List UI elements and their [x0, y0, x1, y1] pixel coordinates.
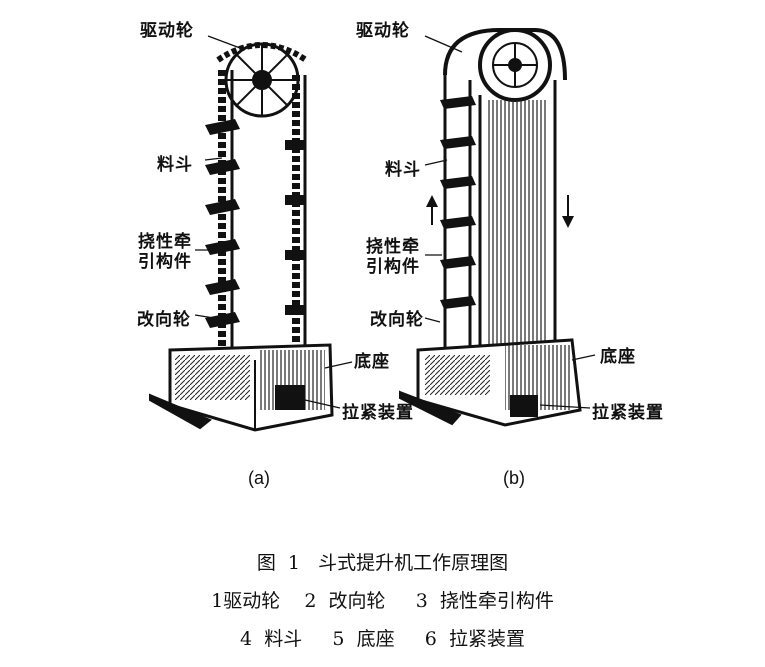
- label-drive-wheel-a: 驱动轮: [140, 21, 194, 41]
- up-arrow: [426, 195, 438, 225]
- label-flex-line1-a: 挠性牵: [138, 232, 192, 252]
- down-arrow: [562, 195, 574, 228]
- label-redirect-wheel-a: 改向轮: [137, 310, 191, 330]
- label-tensioner-a: 拉紧装置: [342, 403, 414, 423]
- label-redirect-wheel-b: 改向轮: [370, 310, 424, 330]
- label-flex-line2-b: 引构件: [366, 257, 420, 277]
- chain-a-left: [218, 70, 234, 355]
- buckets-a: [205, 119, 305, 328]
- label-drive-wheel-b: 驱动轮: [356, 21, 410, 41]
- legend-line-2: 4 料斗 5 底座 6 拉紧装置: [240, 628, 525, 650]
- buckets-b: [440, 96, 476, 309]
- elevator-b: [399, 28, 582, 427]
- label-bucket-b: 料斗: [385, 160, 421, 180]
- drive-wheel-b: [478, 28, 552, 102]
- chain-a-right: [292, 75, 307, 380]
- label-base-b: 底座: [600, 347, 636, 367]
- base-a: [149, 343, 334, 432]
- label-flex-line2-a: 引构件: [138, 252, 192, 272]
- label-bucket-a: 料斗: [157, 155, 193, 175]
- label-tensioner-b: 拉紧装置: [592, 403, 664, 423]
- panel-a-tag: (a): [248, 468, 270, 488]
- legend-line-1: 1驱动轮 2 改向轮 3 挠性牵引构件: [211, 590, 554, 612]
- elevator-a: [149, 42, 334, 432]
- label-flex-line1-b: 挠性牵: [366, 237, 420, 257]
- label-base-a: 底座: [354, 352, 390, 372]
- figure-title: 图 1 斗式提升机工作原理图: [256, 552, 509, 574]
- leader-lines: [194, 35, 596, 409]
- panel-b-tag: (b): [503, 468, 525, 488]
- base-b: [399, 338, 582, 427]
